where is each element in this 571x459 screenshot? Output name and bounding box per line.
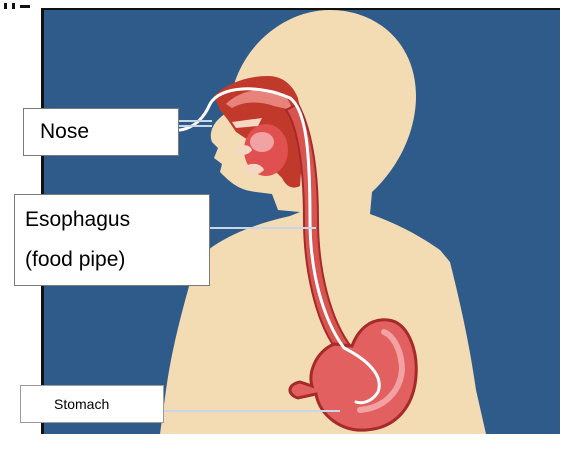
nose-label: Nose [40, 120, 89, 144]
esophagus-sublabel: (food pipe) [25, 240, 125, 280]
nose-label-box: Nose [23, 108, 179, 156]
esophagus-label: Esophagus [25, 200, 130, 240]
esophagus-label-box: Esophagus (food pipe) [14, 194, 210, 286]
stomach-label: Stomach [54, 396, 109, 412]
stomach-label-box: Stomach [20, 385, 164, 423]
